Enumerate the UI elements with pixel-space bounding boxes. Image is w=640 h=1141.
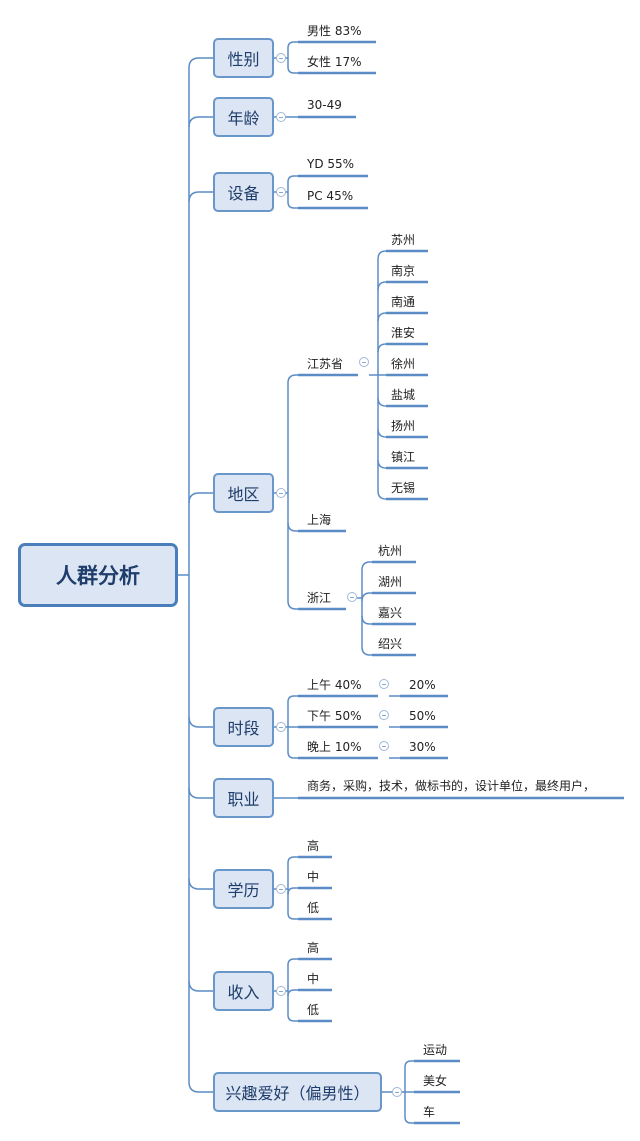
leaf-time-value: 50%: [409, 709, 436, 723]
leaf-city: 徐州: [391, 357, 416, 371]
node-education[interactable]: 学历: [213, 869, 274, 909]
connector-line: [287, 41, 298, 49]
connector-line: [361, 561, 372, 571]
connector-line: [377, 250, 387, 260]
node-income[interactable]: 收入: [213, 971, 274, 1011]
connector-line: [287, 175, 298, 183]
leaf-city: 苏州: [391, 233, 416, 247]
connector-line: [287, 374, 298, 384]
leaf-device-yd: YD 55%: [307, 157, 355, 171]
leaf-city: 湖州: [378, 575, 403, 589]
connector-line: [361, 592, 372, 602]
connector-line: [287, 856, 298, 864]
connector-line: [188, 787, 213, 799]
connector-line: [287, 751, 298, 759]
connector-line: [404, 1116, 414, 1124]
leaf-time-period: 上午 40%: [307, 678, 362, 692]
leaf-city: 南通: [391, 295, 416, 309]
collapse-toggle-icon[interactable]: [276, 884, 286, 894]
leaf-education: 低: [307, 901, 320, 915]
leaf-time-period: 下午 50%: [307, 709, 362, 723]
connector-line: [377, 397, 387, 407]
leaf-device-pc: PC 45%: [307, 189, 354, 203]
leaf-time-value: 20%: [409, 678, 436, 692]
leaf-hobby: 美女: [423, 1074, 448, 1088]
leaf-city: 无锡: [391, 481, 416, 495]
root-node[interactable]: 人群分析: [18, 543, 178, 607]
node-device[interactable]: 设备: [213, 172, 274, 212]
collapse-toggle-icon[interactable]: [379, 679, 389, 689]
connector-line: [377, 343, 387, 353]
leaf-city: 镇江: [391, 450, 416, 464]
leaf-city: 南京: [391, 264, 416, 278]
collapse-toggle-icon[interactable]: [347, 592, 357, 602]
node-gender[interactable]: 性别: [213, 38, 274, 78]
connector-line: [188, 716, 213, 728]
connector-line: [287, 600, 298, 610]
leaf-region-shanghai: 上海: [307, 513, 332, 527]
connector-line: [188, 116, 213, 128]
leaf-gender-female: 女性 17%: [307, 55, 362, 69]
leaf-time-period: 晚上 10%: [307, 740, 362, 754]
leaf-time-value: 30%: [409, 740, 436, 754]
connector-line: [188, 878, 213, 890]
connector-line: [361, 646, 372, 656]
leaf-city: 淮安: [391, 326, 416, 340]
connector-line: [287, 66, 298, 74]
connector-line: [287, 989, 298, 997]
connector-line: [188, 492, 213, 504]
leaf-gender-male: 男性 83%: [307, 24, 362, 38]
leaf-region-zhejiang: 浙江: [307, 591, 332, 605]
collapse-toggle-icon[interactable]: [276, 488, 286, 498]
leaf-city: 绍兴: [378, 637, 403, 651]
leaf-city: 嘉兴: [378, 606, 403, 620]
leaf-city: 盐城: [391, 388, 416, 402]
connector-line: [287, 912, 298, 920]
leaf-city: 扬州: [391, 419, 416, 433]
leaf-education: 中: [307, 870, 320, 884]
connector-line: [377, 490, 387, 500]
collapse-toggle-icon[interactable]: [379, 741, 389, 751]
connector-line: [287, 695, 298, 703]
connector-line: [188, 191, 213, 203]
connector-line: [287, 201, 298, 209]
connector-line: [188, 980, 213, 992]
leaf-job: 商务，采购，技术，做标书的，设计单位，最终用户，: [307, 779, 596, 793]
leaf-education: 高: [307, 839, 320, 853]
leaf-hobby: 运动: [423, 1043, 448, 1057]
collapse-toggle-icon[interactable]: [276, 112, 286, 122]
connector-line: [287, 887, 298, 895]
leaf-city: 杭州: [378, 544, 403, 558]
collapse-toggle-icon[interactable]: [276, 187, 286, 197]
node-job[interactable]: 职业: [213, 778, 274, 818]
collapse-toggle-icon[interactable]: [392, 1087, 402, 1097]
leaf-income: 高: [307, 941, 320, 955]
connector-line: [287, 1014, 298, 1022]
connector-line: [188, 1081, 213, 1093]
leaf-income: 中: [307, 972, 320, 986]
node-age[interactable]: 年龄: [213, 97, 274, 137]
leaf-income: 低: [307, 1003, 320, 1017]
connector-line: [287, 522, 298, 532]
connector-line: [287, 958, 298, 966]
connector-line: [377, 312, 387, 322]
collapse-toggle-icon[interactable]: [276, 53, 286, 63]
connector-line: [377, 281, 387, 291]
leaf-hobby: 车: [423, 1105, 436, 1119]
connector-line: [361, 615, 372, 625]
leaf-region-jiangsu: 江苏省: [307, 357, 344, 371]
node-region[interactable]: 地区: [213, 473, 274, 513]
collapse-toggle-icon[interactable]: [359, 357, 369, 367]
collapse-toggle-icon[interactable]: [276, 722, 286, 732]
leaf-age: 30-49: [307, 98, 342, 112]
collapse-toggle-icon[interactable]: [379, 710, 389, 720]
connector-line: [188, 57, 213, 69]
connector-line: [377, 428, 387, 438]
connector-line: [377, 459, 387, 469]
node-hobby[interactable]: 兴趣爱好（偏男性）: [213, 1072, 382, 1112]
collapse-toggle-icon[interactable]: [276, 986, 286, 996]
connector-line: [404, 1060, 414, 1068]
node-time[interactable]: 时段: [213, 707, 274, 747]
